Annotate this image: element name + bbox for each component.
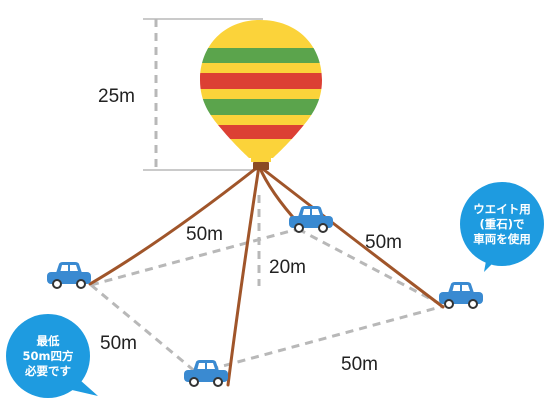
car-right	[439, 282, 483, 309]
weight-callout-line-3: 車両を使用	[473, 231, 531, 246]
rope-left	[88, 164, 261, 286]
side-right-bottom-label: 50m	[341, 354, 378, 375]
weight-callout-shape	[460, 182, 544, 272]
hot-air-balloon	[200, 20, 322, 170]
side-right-top-label: 50m	[365, 232, 402, 253]
rope-ground-label: 20m	[269, 257, 306, 278]
car-front	[184, 360, 228, 387]
rope-right	[257, 164, 445, 309]
height-label: 25m	[98, 86, 135, 107]
area-callout-line-3: 必要です	[25, 363, 71, 378]
area-callout-line-1: 最低	[36, 333, 60, 348]
weight-callout: ウエイト用 (重石)で 車両を使用	[460, 200, 544, 248]
rope-back	[257, 164, 301, 226]
car-back	[289, 206, 333, 233]
weight-callout-line-2: (重石)で	[479, 216, 525, 231]
area-callout-shape	[6, 314, 98, 398]
height-dimension	[143, 18, 263, 171]
area-callout-line-2: 50m四方	[22, 348, 74, 363]
car-left	[47, 262, 91, 289]
rope-front	[226, 164, 261, 387]
weight-callout-line-1: ウエイト用	[473, 201, 531, 216]
tether-ropes	[88, 164, 445, 387]
area-callout: 最低 50m四方 必要です	[6, 332, 90, 380]
side-left-top-label: 50m	[186, 224, 223, 245]
area-square-outline	[90, 195, 445, 375]
side-left-bottom-label: 50m	[100, 333, 137, 354]
